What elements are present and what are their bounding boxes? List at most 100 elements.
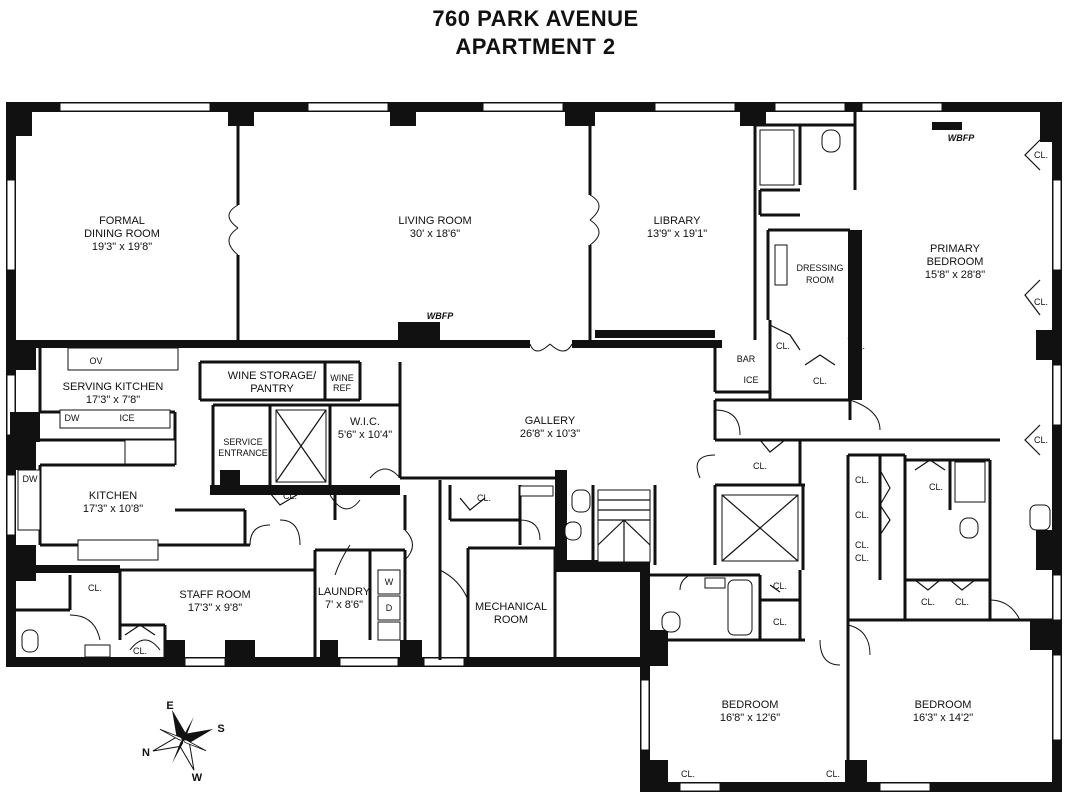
ice-label-bar: ICE — [743, 375, 758, 385]
room-serving-kitchen: SERVING KITCHEN 17'3" x 7'8" — [63, 381, 164, 406]
room-bedroom-1: BEDROOM 16'8" x 12'6" — [720, 699, 780, 724]
svg-text:ROOM: ROOM — [806, 275, 834, 285]
svg-text:CL.: CL. — [681, 769, 695, 779]
svg-text:26'8" x 10'3": 26'8" x 10'3" — [520, 428, 580, 440]
svg-text:STAFF ROOM: STAFF ROOM — [179, 589, 250, 601]
room-laundry: LAUNDRY 7' x 8'6" — [318, 586, 371, 611]
svg-text:30' x 18'6": 30' x 18'6" — [410, 228, 460, 240]
ice-label-serving: ICE — [119, 413, 134, 423]
plan-title-address: 760 PARK AVENUE — [432, 6, 639, 31]
svg-text:ENTRANCE: ENTRANCE — [218, 448, 268, 458]
svg-text:CL.: CL. — [855, 540, 869, 550]
elevator-shafts — [275, 409, 799, 562]
plan-title-unit: APARTMENT 2 — [455, 34, 616, 59]
svg-text:LIVING ROOM: LIVING ROOM — [398, 215, 471, 227]
svg-text:CL.: CL. — [776, 341, 790, 351]
svg-text:CL.: CL. — [855, 510, 869, 520]
svg-text:PANTRY: PANTRY — [250, 383, 294, 395]
svg-text:17'3" x 7'8": 17'3" x 7'8" — [86, 394, 140, 406]
svg-text:CL.: CL. — [753, 461, 767, 471]
fixtures — [17, 122, 1051, 658]
room-kitchen: KITCHEN 17'3" x 10'8" — [83, 490, 143, 515]
svg-text:17'3" x 10'8": 17'3" x 10'8" — [83, 503, 143, 515]
dishwasher-label-kitchen: DW — [23, 474, 38, 484]
svg-text:CL.: CL. — [855, 553, 869, 563]
fireplace-label-living: WBFP — [427, 311, 454, 321]
svg-text:7' x 8'6": 7' x 8'6" — [325, 599, 363, 611]
svg-text:CL.: CL. — [851, 341, 865, 351]
oven-label: OV — [89, 356, 102, 366]
door-swings — [69, 194, 1021, 666]
svg-text:CL.: CL. — [477, 493, 491, 503]
svg-text:WINE STORAGE/: WINE STORAGE/ — [228, 370, 317, 382]
fixture-labels: WBFP WBFP BAR ICE OV DW ICE DW W D — [23, 133, 976, 613]
room-wine-ref: WINE REF — [330, 373, 354, 393]
svg-text:CL.: CL. — [283, 491, 297, 501]
svg-text:LAUNDRY: LAUNDRY — [318, 586, 371, 598]
svg-text:WINE: WINE — [330, 373, 354, 383]
svg-text:CL.: CL. — [855, 475, 869, 485]
svg-text:FORMAL: FORMAL — [99, 215, 145, 227]
windows — [6, 102, 1062, 792]
room-service-entrance: SERVICE ENTRANCE — [218, 437, 268, 458]
dryer-label: D — [386, 603, 393, 613]
compass-n: N — [142, 747, 150, 759]
room-gallery: GALLERY 26'8" x 10'3" — [520, 415, 580, 440]
svg-text:CL.: CL. — [88, 583, 102, 593]
room-wine-storage: WINE STORAGE/ PANTRY — [228, 370, 317, 395]
washer-label: W — [385, 577, 394, 587]
room-bedroom-2: BEDROOM 16'3" x 14'2" — [913, 699, 973, 724]
svg-text:17'3" x 9'8": 17'3" x 9'8" — [188, 602, 242, 614]
svg-text:SERVICE: SERVICE — [223, 437, 262, 447]
svg-text:16'8" x 12'6": 16'8" x 12'6" — [720, 712, 780, 724]
svg-text:MECHANICAL: MECHANICAL — [475, 601, 547, 613]
room-staff: STAFF ROOM 17'3" x 9'8" — [179, 589, 250, 614]
svg-text:BEDROOM: BEDROOM — [915, 699, 972, 711]
interior-walls — [10, 112, 1052, 782]
svg-text:CL.: CL. — [773, 581, 787, 591]
dishwasher-label-serving: DW — [65, 413, 80, 423]
svg-text:DINING ROOM: DINING ROOM — [84, 228, 160, 240]
room-mechanical: MECHANICAL ROOM — [475, 601, 547, 626]
room-living: LIVING ROOM 30' x 18'6" — [398, 215, 471, 240]
room-formal-dining: FORMAL DINING ROOM 19'3" x 19'8" — [84, 215, 160, 253]
fireplace-label-primary: WBFP — [948, 133, 975, 143]
svg-text:LIBRARY: LIBRARY — [654, 215, 702, 227]
svg-text:CL.: CL. — [826, 769, 840, 779]
svg-text:13'9" x 19'1": 13'9" x 19'1" — [647, 228, 707, 240]
svg-text:ROOM: ROOM — [494, 614, 528, 626]
compass-rose — [152, 709, 214, 771]
compass-s: S — [217, 723, 224, 735]
svg-text:W.I.C.: W.I.C. — [350, 416, 380, 428]
svg-text:CL.: CL. — [921, 597, 935, 607]
svg-text:19'3" x 19'8": 19'3" x 19'8" — [92, 241, 152, 253]
svg-text:REF: REF — [333, 383, 352, 393]
closet-doors — [124, 139, 1041, 636]
room-primary-bedroom: PRIMARY BEDROOM 15'8" x 28'8" — [925, 243, 985, 281]
room-library: LIBRARY 13'9" x 19'1" — [647, 215, 707, 240]
svg-text:DRESSING: DRESSING — [796, 263, 843, 273]
svg-text:CL.: CL. — [1034, 297, 1048, 307]
closet-labels: CL. CL. CL. CL. CL. CL. CL. CL. CL. CL. … — [88, 150, 1048, 779]
room-dressing: DRESSING ROOM — [796, 263, 843, 285]
svg-text:PRIMARY: PRIMARY — [930, 243, 981, 255]
svg-text:15'8" x 28'8": 15'8" x 28'8" — [925, 269, 985, 281]
svg-text:BEDROOM: BEDROOM — [722, 699, 779, 711]
compass-e: E — [166, 700, 173, 712]
stairwell — [597, 489, 651, 563]
compass-w: W — [192, 772, 203, 784]
room-wic: W.I.C. 5'6" x 10'4" — [338, 416, 392, 441]
svg-text:CL.: CL. — [929, 482, 943, 492]
svg-text:GALLERY: GALLERY — [525, 415, 576, 427]
svg-text:CL.: CL. — [1034, 150, 1048, 160]
svg-text:KITCHEN: KITCHEN — [89, 490, 137, 502]
svg-text:CL.: CL. — [813, 376, 827, 386]
bar-label: BAR — [737, 354, 756, 364]
svg-text:CL.: CL. — [773, 617, 787, 627]
svg-text:5'6" x 10'4": 5'6" x 10'4" — [338, 429, 392, 441]
svg-text:16'3" x 14'2": 16'3" x 14'2" — [913, 712, 973, 724]
svg-text:CL.: CL. — [955, 597, 969, 607]
svg-text:CL.: CL. — [133, 646, 147, 656]
svg-text:BEDROOM: BEDROOM — [927, 256, 984, 268]
